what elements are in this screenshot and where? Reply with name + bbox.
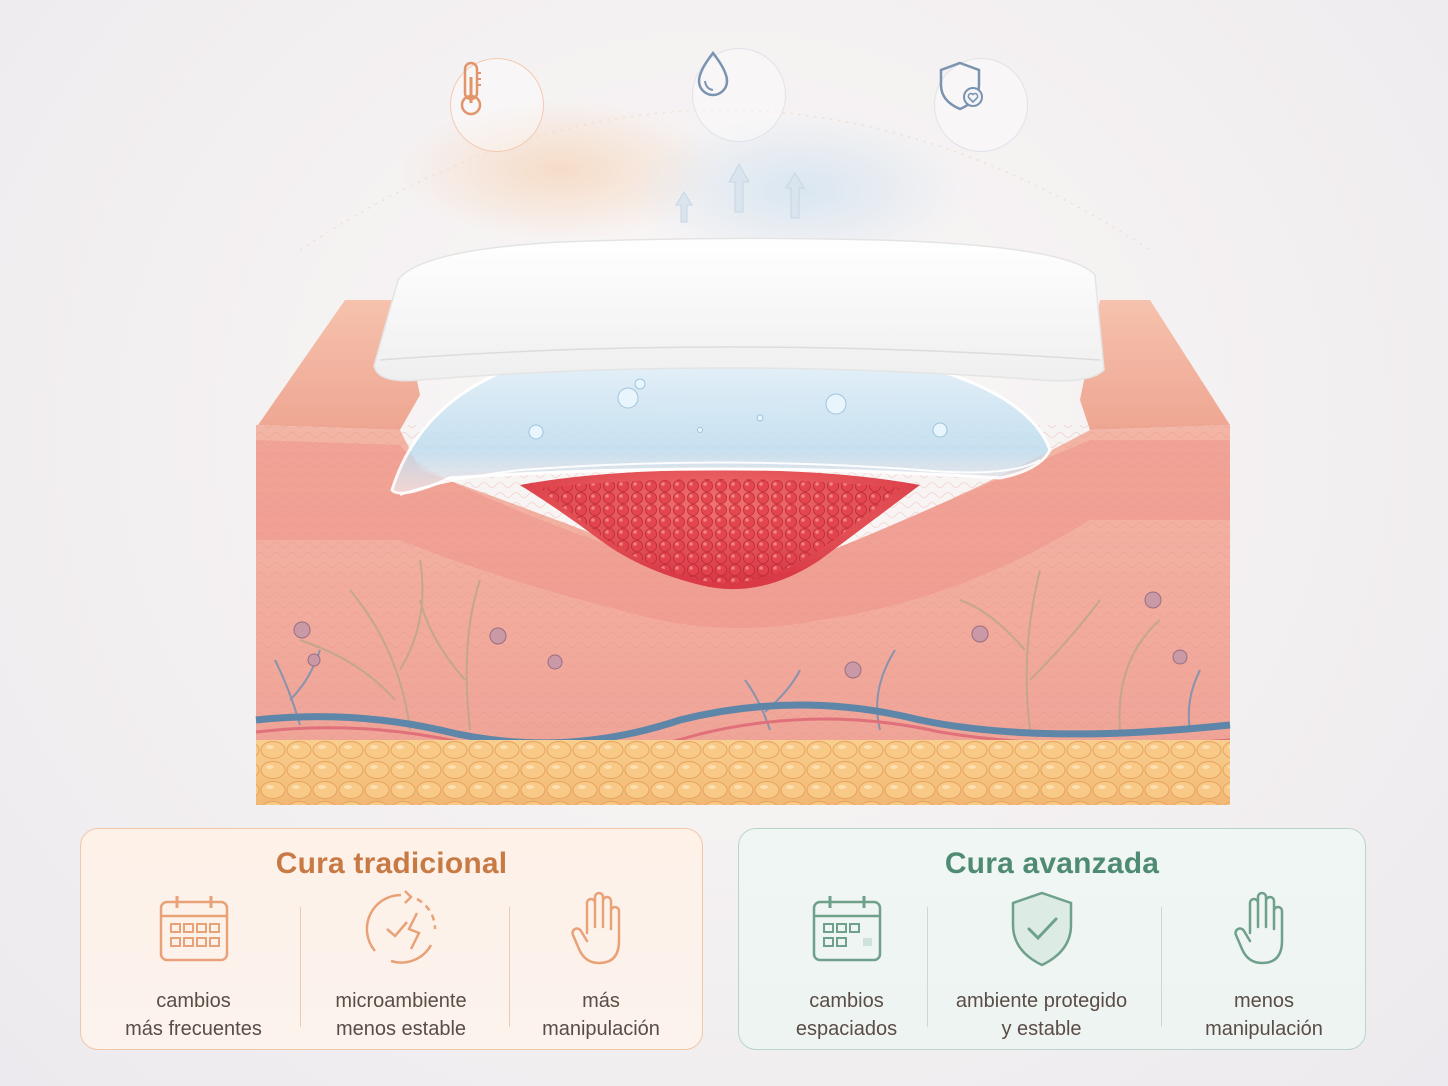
trad-manip-line1: más (582, 990, 620, 1012)
hand-icon (1234, 891, 1284, 965)
hand-icon (571, 891, 621, 965)
traditional-care-panel: Cura tradicional cambios más frecuentes (80, 828, 703, 1050)
vein (255, 701, 1231, 747)
panel-title-advanced: Cura avanzada (944, 847, 1160, 880)
shield-heart-icon (939, 61, 983, 111)
skin-diagram (255, 100, 1231, 805)
adv-item-changes: cambios espaciados (754, 889, 939, 1040)
adv-env-line2: y estable (1001, 1018, 1082, 1040)
thermometer-badge (450, 58, 544, 152)
epidermis-layer (256, 440, 1230, 628)
divider (509, 907, 510, 1027)
adv-manip-line2: manipulación (1205, 1018, 1323, 1040)
skin-top-right (1080, 300, 1230, 430)
protection-badge (934, 58, 1028, 152)
trad-item-microenvironment: microambiente menos estable (306, 889, 496, 1040)
adv-item-manipulation: menos manipulación (1169, 889, 1359, 1040)
thermometer-icon (460, 61, 482, 116)
trad-micro-line2: menos estable (335, 1018, 467, 1040)
divider (300, 907, 301, 1027)
trad-micro-line1: microambiente (335, 990, 467, 1012)
cool-glow (630, 110, 970, 270)
trad-item-changes: cambios más frecuentes (101, 889, 286, 1040)
trad-changes-line1: cambios (156, 990, 231, 1012)
granulation-tissue (540, 479, 900, 583)
calendar-icon (159, 896, 228, 962)
calendar-icon (812, 896, 881, 962)
divider (927, 907, 928, 1027)
divider (1161, 907, 1162, 1027)
adv-changes-line1: cambios (809, 990, 884, 1012)
fat-cells (256, 740, 1230, 805)
adv-manip-line1: menos (1233, 990, 1295, 1012)
trad-item-manipulation: más manipulación (511, 889, 691, 1040)
trad-manip-line2: manipulación (542, 1018, 660, 1040)
evaporation-arrows (675, 162, 805, 223)
trad-changes-line2: más frecuentes (125, 1018, 262, 1040)
nerve-branches (299, 559, 1161, 731)
water-drop-icon (697, 50, 729, 97)
dressing-pad (373, 237, 1105, 382)
immune-cells (293, 591, 1188, 679)
adv-changes-line2: espaciados (795, 1018, 898, 1040)
advanced-care-panel: Cura avanzada cambios espaciados (738, 828, 1366, 1050)
moisture-badge (692, 48, 786, 142)
broken-cycle-icon (365, 890, 437, 964)
adv-item-environment: ambiente protegido y estable (939, 889, 1144, 1040)
shield-check-icon (1011, 891, 1072, 967)
skin-top-left (258, 300, 420, 430)
adv-env-line1: ambiente protegido (955, 990, 1128, 1012)
moisture-bubbles (528, 378, 948, 440)
panel-title-traditional: Cura tradicional (275, 847, 508, 880)
